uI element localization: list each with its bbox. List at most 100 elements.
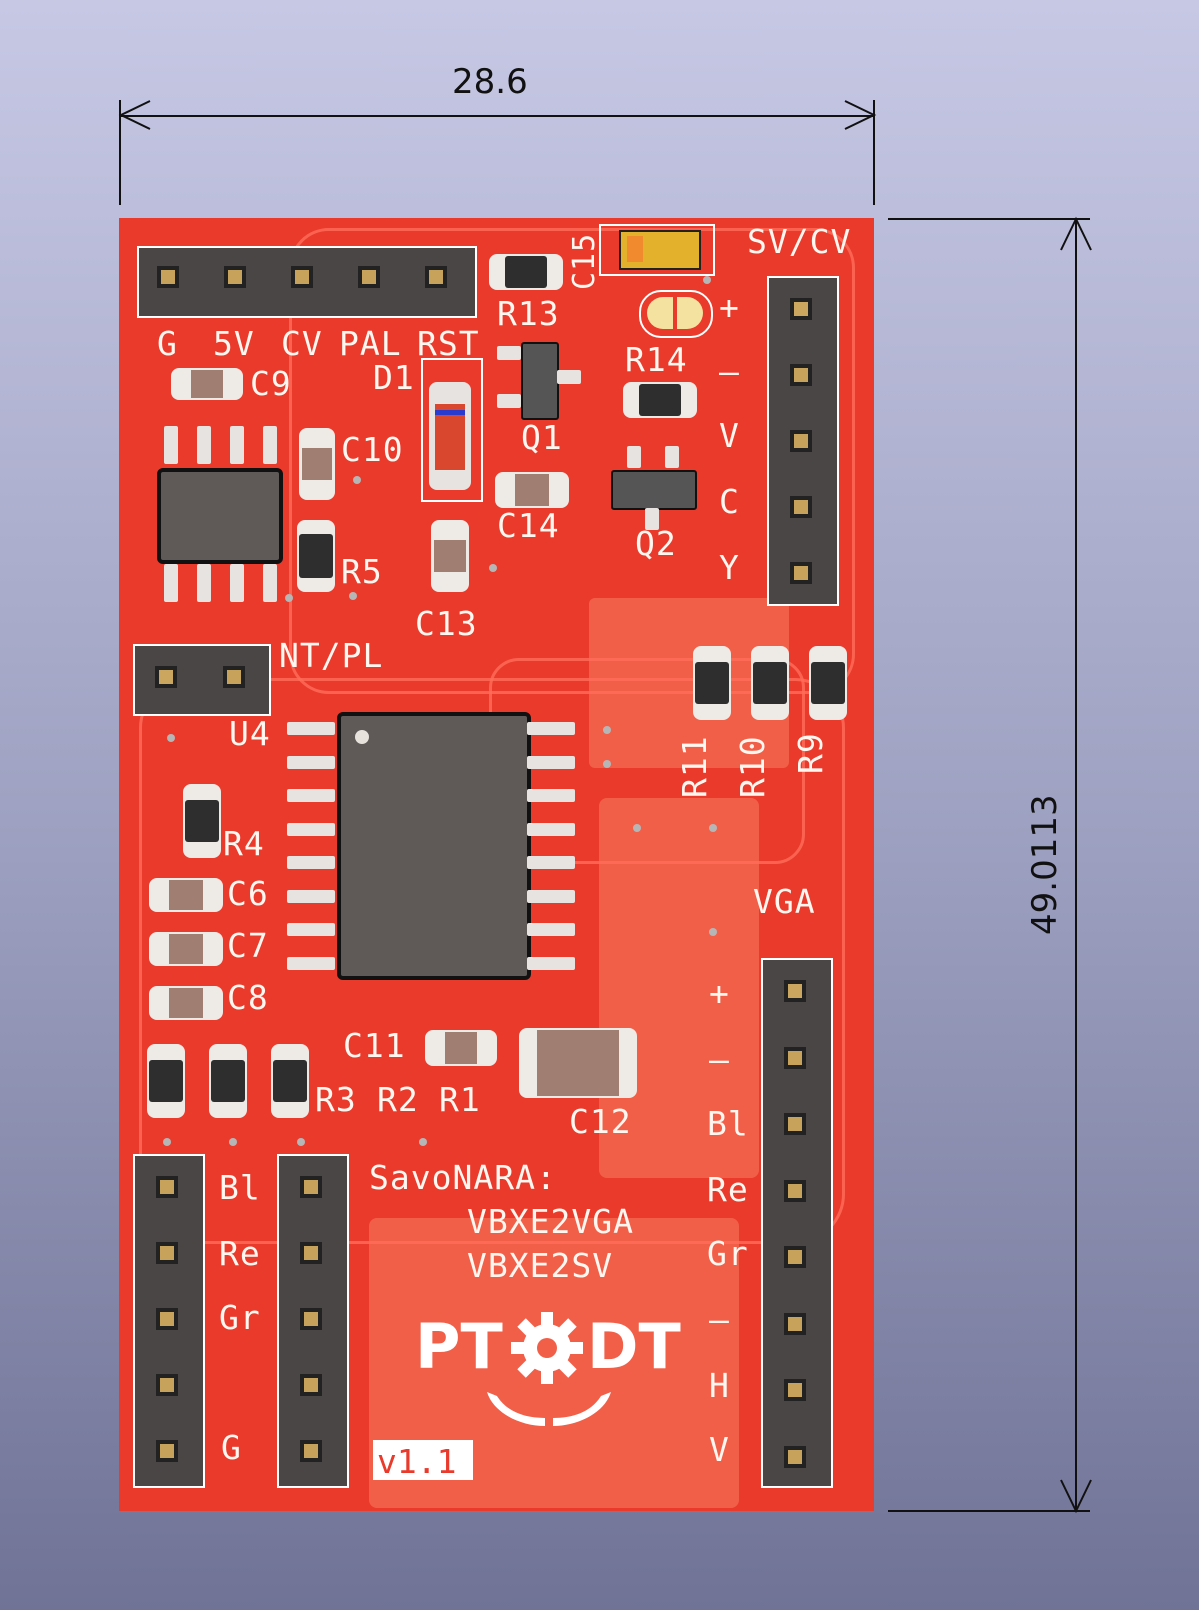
label-q2: Q2	[635, 524, 677, 563]
capacitor-c10	[299, 428, 335, 500]
pcb-trace	[289, 228, 855, 694]
top-header-label-5v: 5V	[213, 324, 255, 363]
hands-icon	[487, 1392, 611, 1426]
via	[297, 1138, 305, 1146]
logo-text-left: PT	[415, 1310, 503, 1383]
transistor-q2	[611, 470, 697, 510]
header-pin	[300, 1308, 322, 1330]
via	[633, 824, 641, 832]
ic-lead	[164, 426, 178, 464]
board-title-line2: VBXE2VGA	[467, 1202, 634, 1241]
capacitor-c7	[149, 932, 223, 966]
board-title-line1: SavoNARA:	[369, 1158, 557, 1197]
width-arrows	[118, 100, 877, 130]
height-ext-bottom	[888, 1510, 1090, 1512]
resistor-r2	[209, 1044, 247, 1118]
solder-jumper	[639, 290, 713, 338]
vga-label-minus-2: –	[709, 1300, 730, 1339]
header-pin	[790, 364, 812, 386]
resistor-r1	[271, 1044, 309, 1118]
header-pin	[156, 1242, 178, 1264]
diode-d1-outline	[421, 358, 483, 502]
ntpl-jumper-header	[133, 644, 271, 716]
top-header-label-rst: RST	[417, 324, 480, 363]
label-r1: R1	[439, 1080, 481, 1119]
left-label-g: G	[221, 1428, 242, 1467]
label-r9: R9	[791, 732, 830, 774]
label-r11: R11	[675, 735, 714, 798]
top-header-label-pal: PAL	[339, 324, 402, 363]
label-c13: C13	[415, 604, 478, 643]
vga-label-bl: Bl	[707, 1104, 749, 1143]
header-pin	[425, 266, 447, 288]
capacitor-c6	[149, 878, 223, 912]
u4-lead	[527, 822, 575, 836]
header-pin	[155, 666, 177, 688]
ic-lead	[164, 564, 178, 602]
header-pin	[784, 1113, 806, 1135]
header-pin	[784, 1246, 806, 1268]
resistor-r9	[809, 646, 847, 720]
q2-lead	[665, 446, 679, 468]
vga-label-v: V	[709, 1430, 730, 1469]
vga-pin-header	[761, 958, 833, 1488]
board-title-line3: VBXE2SV	[467, 1246, 614, 1285]
header-pin	[790, 430, 812, 452]
top-header-label-cv: CV	[281, 324, 323, 363]
height-dimension-line	[1075, 218, 1077, 1511]
header-pin	[156, 1176, 178, 1198]
height-arrows	[1060, 216, 1092, 1514]
vga-label-h: H	[709, 1366, 730, 1405]
gear-icon	[511, 1312, 583, 1384]
header-pin	[156, 1308, 178, 1330]
label-r5: R5	[341, 552, 383, 591]
header-pin	[784, 1312, 806, 1335]
label-r3: R3	[315, 1080, 357, 1119]
label-c15: C15	[567, 232, 602, 290]
svcv-label-v: V	[719, 416, 740, 455]
top-header-label-g: G	[157, 324, 178, 363]
capacitor-c14	[495, 472, 569, 508]
height-ext-top	[888, 218, 1090, 220]
q1-lead	[557, 370, 581, 384]
resistor-r13	[489, 254, 563, 290]
u4-lead	[527, 789, 575, 802]
label-c9: C9	[250, 364, 292, 403]
via	[489, 564, 497, 572]
u4-lead	[287, 923, 335, 936]
resistor-r10	[751, 646, 789, 720]
u4-lead	[287, 889, 335, 903]
svcv-title: SV/CV	[747, 222, 852, 261]
ptodt-logo: PT DT	[415, 1310, 685, 1440]
vga-label-minus: –	[709, 1040, 730, 1079]
via	[603, 726, 611, 734]
via	[709, 824, 717, 832]
resistor-r3	[147, 1044, 185, 1118]
u4-lead	[527, 923, 575, 936]
capacitor-c8	[149, 986, 223, 1020]
header-pin	[784, 1046, 806, 1069]
u4-lead	[287, 789, 335, 802]
width-ext-left	[119, 100, 121, 205]
u4-lead	[287, 722, 335, 735]
ic-lead	[263, 564, 277, 602]
via	[163, 1138, 171, 1146]
header-pin	[300, 1242, 322, 1264]
header-pin	[790, 298, 812, 320]
q2-lead	[645, 508, 659, 530]
label-c14: C14	[497, 506, 560, 545]
u4-lead	[287, 822, 335, 836]
version-badge: v1.1	[373, 1440, 473, 1481]
resistor-r4	[183, 784, 221, 858]
ic-lead	[230, 564, 244, 602]
u4-lead	[527, 856, 575, 869]
header-pin	[358, 266, 380, 288]
u4-lead	[287, 956, 335, 970]
header-pin	[156, 1374, 178, 1396]
width-dimension-label: 28.6	[452, 62, 528, 102]
capacitor-c11	[425, 1030, 497, 1066]
svcv-label-minus: –	[719, 352, 740, 391]
header-pin	[300, 1440, 322, 1462]
u4-lead	[287, 856, 335, 869]
label-u4: U4	[229, 714, 271, 753]
